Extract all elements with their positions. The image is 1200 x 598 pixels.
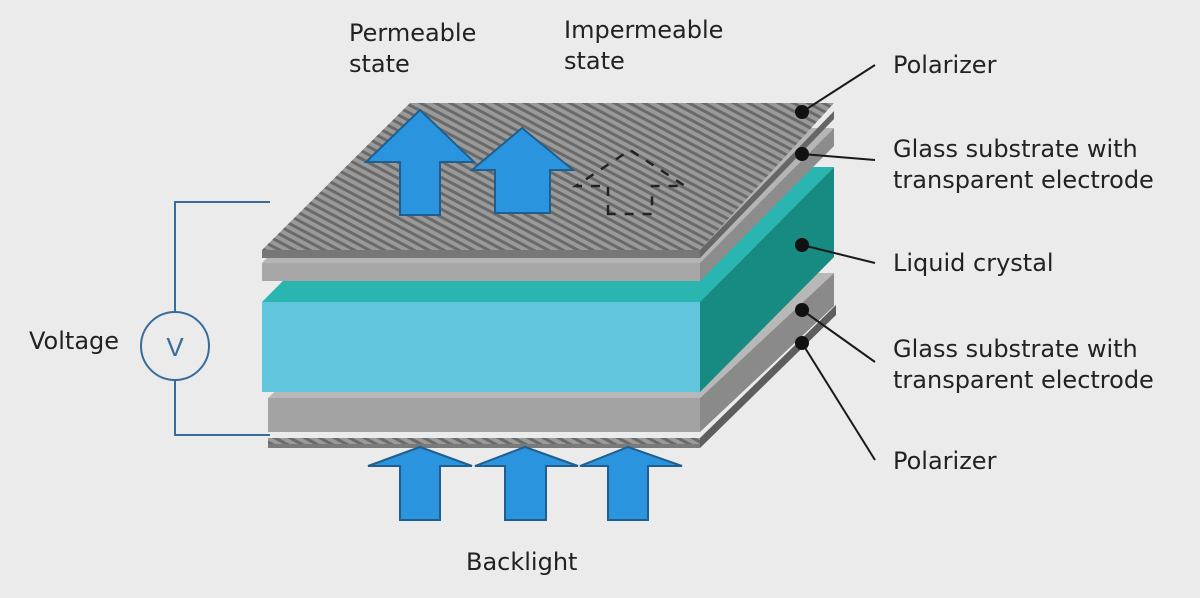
leader-dot-icon <box>795 147 809 161</box>
leader-dot-icon <box>795 105 809 119</box>
voltmeter-symbol: V <box>166 332 184 362</box>
voltage-label: Voltage <box>29 327 120 355</box>
voltmeter-icon <box>140 311 210 381</box>
layer-label-polarizer-bottom: Polarizer <box>893 447 997 475</box>
voltage-wire <box>174 201 270 436</box>
leader-lines <box>801 64 876 461</box>
up-arrow-icon <box>363 108 477 216</box>
up-arrow-icon <box>474 445 579 521</box>
backlight-label: Backlight <box>466 548 578 576</box>
up-arrow-icon <box>579 445 683 521</box>
leader-dot-icon <box>795 336 809 350</box>
up-arrow-icon <box>367 445 473 521</box>
up-arrow-icon <box>469 126 576 214</box>
layer-label-polarizer-top: Polarizer <box>893 51 997 79</box>
layer-label-liquid-crystal: Liquid crystal <box>893 249 1054 277</box>
leader-dot-icon <box>795 303 809 317</box>
leader-dot-icon <box>795 238 809 252</box>
